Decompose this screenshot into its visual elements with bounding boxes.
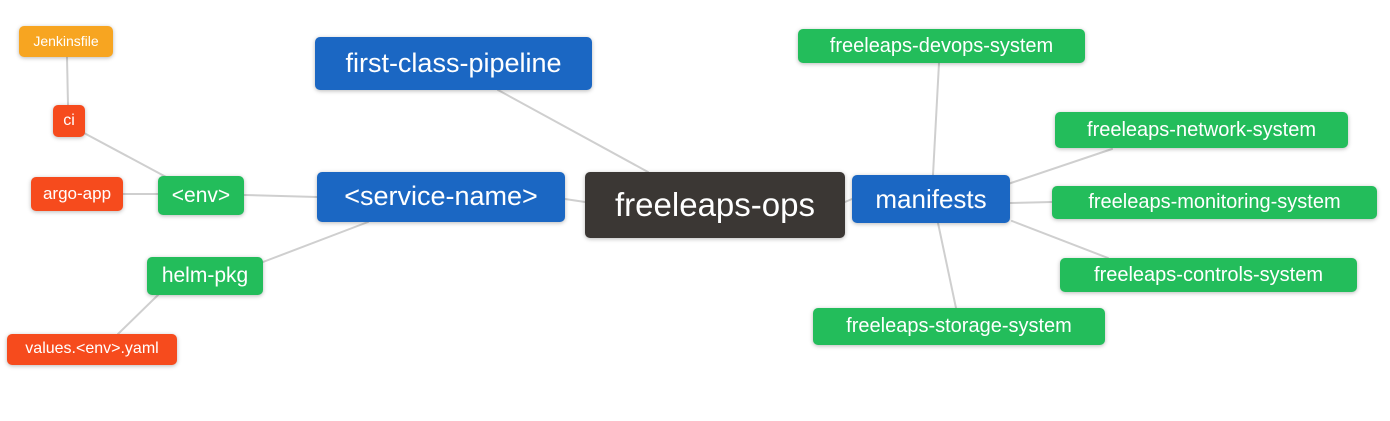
node-ci[interactable]: ci — [53, 105, 85, 137]
node-helm-pkg[interactable]: helm-pkg — [147, 257, 263, 295]
edge-first-class-pipeline--freeleaps-ops — [497, 89, 649, 173]
node-label-freeleaps-storage-system: freeleaps-storage-system — [846, 315, 1072, 337]
edge-manifests--freeleaps-storage-system — [937, 222, 957, 309]
node-manifests[interactable]: manifests — [852, 175, 1010, 223]
edge-ci--env — [83, 132, 169, 179]
node-freeleaps-network-system[interactable]: freeleaps-network-system — [1055, 112, 1348, 148]
node-env[interactable]: <env> — [158, 176, 244, 215]
node-freeleaps-ops[interactable]: freeleaps-ops — [585, 172, 845, 238]
node-label-freeleaps-controls-system: freeleaps-controls-system — [1094, 263, 1323, 286]
node-label-freeleaps-monitoring-system: freeleaps-monitoring-system — [1088, 191, 1341, 213]
node-label-manifests: manifests — [875, 183, 987, 214]
node-label-freeleaps-ops: freeleaps-ops — [615, 186, 815, 223]
node-freeleaps-devops-system[interactable]: freeleaps-devops-system — [798, 29, 1085, 63]
node-label-freeleaps-network-system: freeleaps-network-system — [1087, 118, 1316, 141]
node-label-jenkinsfile: Jenkinsfile — [33, 33, 99, 49]
edge-env--service-name — [243, 194, 318, 198]
node-label-freeleaps-devops-system: freeleaps-devops-system — [829, 34, 1054, 57]
edge-service-name--freeleaps-ops — [564, 198, 586, 203]
edge-jenkinsfile--ci — [66, 56, 69, 106]
edge-helm-pkg--values-env-yaml — [117, 294, 159, 335]
node-service-name[interactable]: <service-name> — [317, 172, 565, 222]
edge-manifests--freeleaps-devops-system — [932, 62, 940, 176]
edge-service-name--helm-pkg — [262, 221, 369, 263]
node-label-values-env-yaml: values.<env>.yaml — [25, 340, 159, 357]
node-label-service-name: <service-name> — [344, 181, 538, 211]
node-values-env-yaml[interactable]: values.<env>.yaml — [7, 334, 177, 365]
node-label-env: <env> — [171, 183, 231, 207]
edge-manifests--freeleaps-network-system — [1007, 148, 1113, 185]
edge-freeleaps-ops--manifests — [844, 198, 853, 203]
edge-manifests--freeleaps-controls-system — [1011, 220, 1109, 259]
node-label-helm-pkg: helm-pkg — [161, 264, 249, 287]
node-label-first-class-pipeline: first-class-pipeline — [345, 47, 562, 78]
node-jenkinsfile[interactable]: Jenkinsfile — [19, 26, 113, 57]
edge-manifests--freeleaps-monitoring-system — [1009, 201, 1053, 204]
node-freeleaps-storage-system[interactable]: freeleaps-storage-system — [813, 308, 1105, 345]
node-freeleaps-controls-system[interactable]: freeleaps-controls-system — [1060, 258, 1357, 292]
node-argo-app[interactable]: argo-app — [31, 177, 123, 211]
node-label-ci: ci — [63, 111, 75, 129]
node-freeleaps-monitoring-system[interactable]: freeleaps-monitoring-system — [1052, 186, 1377, 219]
node-label-argo-app: argo-app — [42, 184, 112, 203]
node-first-class-pipeline[interactable]: first-class-pipeline — [315, 37, 592, 90]
